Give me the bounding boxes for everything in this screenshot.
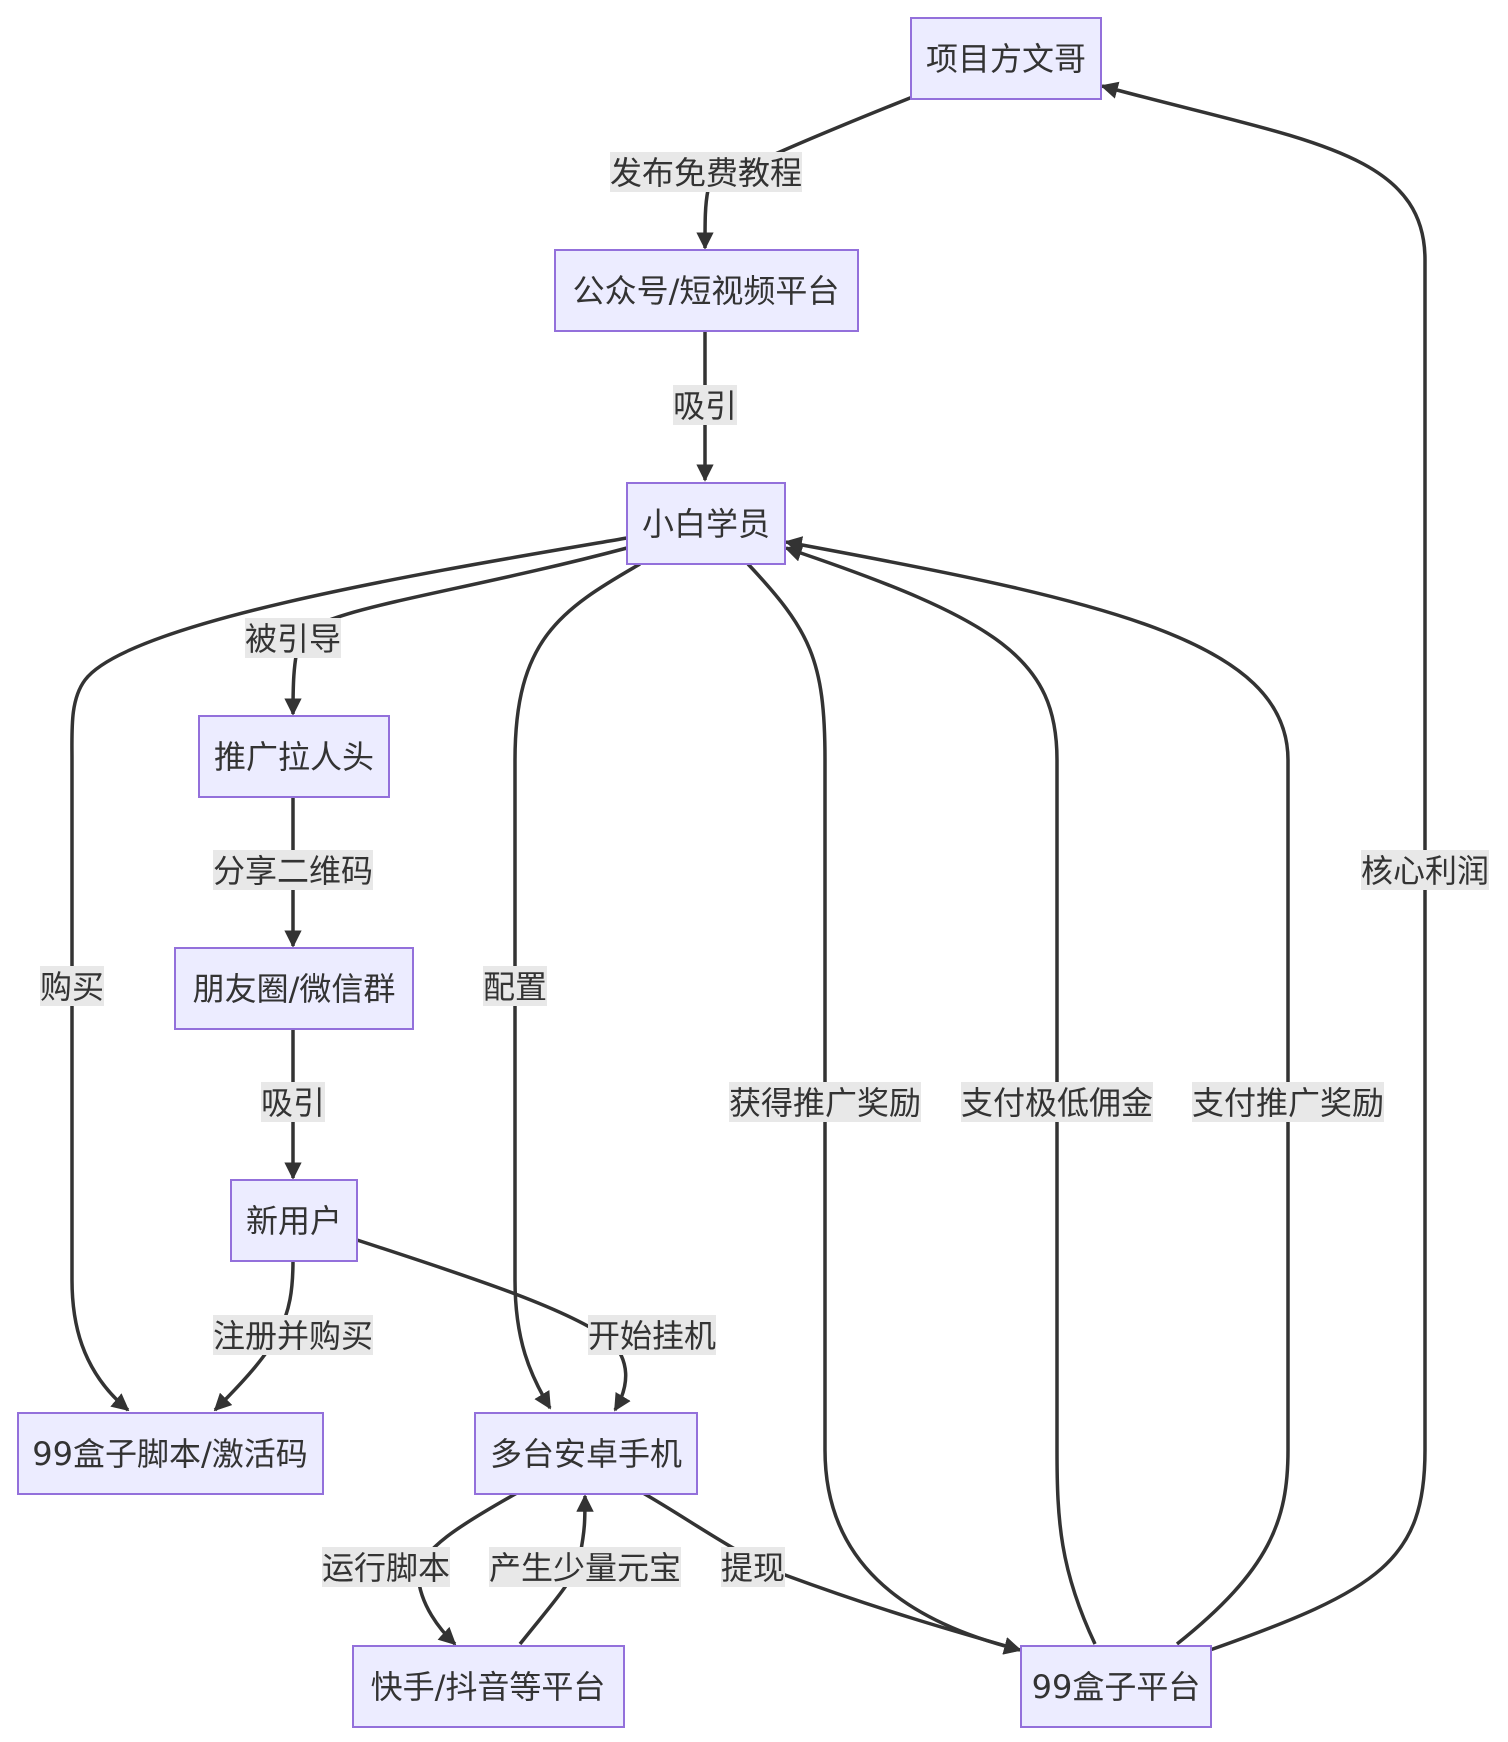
node-kuaishou-label: 快手/抖音等平台 bbox=[371, 1668, 606, 1706]
edge-platform-to-newbie-commission bbox=[784, 544, 1097, 1645]
edge-labels: 发布免费教程 吸引 被引导 购买 配置 分享二维码 吸引 注册并购买 开始挂机 … bbox=[40, 152, 1489, 1587]
node-newbie: 小白学员 bbox=[626, 482, 786, 565]
node-media-label: 公众号/短视频平台 bbox=[573, 272, 840, 310]
node-moments: 朋友圈/微信群 bbox=[174, 947, 414, 1030]
node-phones-label: 多台安卓手机 bbox=[490, 1435, 682, 1473]
edge-label-attract-2: 吸引 bbox=[261, 1084, 325, 1122]
edge-label-guided: 被引导 bbox=[245, 620, 341, 658]
edge-label-withdraw: 提现 bbox=[721, 1549, 785, 1587]
node-platform: 99盒子平台 bbox=[1020, 1645, 1212, 1728]
node-pm: 项目方文哥 bbox=[910, 17, 1102, 100]
node-script: 99盒子脚本/激活码 bbox=[17, 1412, 324, 1495]
node-script-label: 99盒子脚本/激活码 bbox=[32, 1435, 308, 1473]
edge-label-core-profit: 核心利润 bbox=[1361, 852, 1489, 890]
edge-newuser-to-phones bbox=[356, 1238, 631, 1412]
node-pm-label: 项目方文哥 bbox=[926, 40, 1086, 78]
edge-label-pay-promo-reward: 支付推广奖励 bbox=[1192, 1084, 1384, 1122]
node-moments-label: 朋友圈/微信群 bbox=[193, 970, 396, 1008]
edge-newbie-to-promote bbox=[284, 546, 628, 716]
node-newuser: 新用户 bbox=[230, 1179, 358, 1262]
edge-platform-to-newbie-reward bbox=[784, 536, 1290, 1646]
node-phones: 多台安卓手机 bbox=[474, 1412, 698, 1495]
edge-label-publish-tutorial: 发布免费教程 bbox=[610, 154, 802, 192]
node-platform-label: 99盒子平台 bbox=[1032, 1668, 1201, 1706]
edges bbox=[70, 81, 1427, 1655]
node-newbie-label: 小白学员 bbox=[642, 505, 770, 543]
node-newuser-label: 新用户 bbox=[246, 1202, 342, 1240]
nodes: 项目方文哥 公众号/短视频平台 小白学员 推广拉人头 朋友圈/微信群 新用户 9… bbox=[17, 17, 1212, 1728]
edge-newbie-to-script bbox=[70, 536, 628, 1412]
edge-label-produce-yuanbao: 产生少量元宝 bbox=[489, 1549, 681, 1587]
edge-label-attract-1: 吸引 bbox=[673, 387, 737, 425]
edge-label-start-hosting: 开始挂机 bbox=[588, 1317, 716, 1355]
edge-phones-to-platform bbox=[642, 1491, 1022, 1655]
edge-label-register-buy: 注册并购买 bbox=[213, 1317, 373, 1355]
edge-label-get-promo-reward: 获得推广奖励 bbox=[729, 1084, 921, 1122]
node-media: 公众号/短视频平台 bbox=[554, 249, 859, 332]
edge-label-share-qrcode: 分享二维码 bbox=[213, 852, 373, 890]
edge-label-run-script: 运行脚本 bbox=[322, 1549, 450, 1587]
node-kuaishou: 快手/抖音等平台 bbox=[352, 1645, 625, 1728]
node-promote-label: 推广拉人头 bbox=[214, 738, 374, 776]
edge-label-buy: 购买 bbox=[40, 968, 104, 1006]
node-promote: 推广拉人头 bbox=[198, 715, 390, 798]
edge-newbie-to-phones bbox=[513, 562, 641, 1410]
edge-newbie-to-platform bbox=[746, 562, 1022, 1655]
edge-platform-to-pm bbox=[1100, 81, 1427, 1652]
edge-label-pay-low-commission: 支付极低佣金 bbox=[961, 1084, 1153, 1122]
edge-label-configure: 配置 bbox=[483, 968, 547, 1006]
